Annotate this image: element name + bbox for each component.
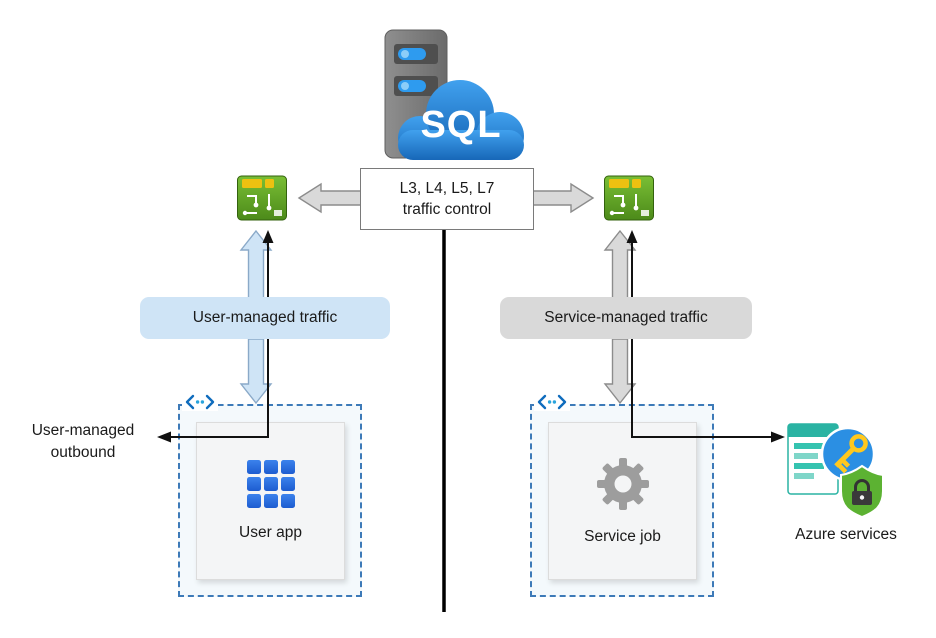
- user-managed-traffic-text: User-managed traffic: [192, 309, 338, 326]
- user-app-container: User app: [178, 404, 362, 597]
- user-managed-outbound-label: User-managed outbound: [8, 420, 158, 464]
- service-job-box: Service job: [548, 422, 697, 580]
- traffic-control-right-arrow: [530, 182, 595, 214]
- service-traffic-up-arrow: [603, 229, 637, 299]
- user-traffic-down-arrow: [239, 338, 273, 405]
- code-brackets-icon: [534, 393, 570, 411]
- key-icon: [834, 434, 868, 474]
- user-app-label: User app: [239, 524, 302, 541]
- outbound-line1: User-managed: [31, 422, 135, 439]
- code-brackets-icon: [182, 393, 218, 411]
- traffic-control-line2: traffic control: [402, 201, 492, 218]
- azure-services-icon: [786, 412, 886, 522]
- traffic-control-left-arrow: [297, 182, 362, 214]
- network-security-chip-icon: [604, 175, 654, 221]
- lock-shackle: [854, 479, 870, 491]
- sql-cloud: [398, 80, 524, 160]
- user-managed-traffic-label: User-managed traffic: [140, 297, 390, 339]
- service-job-label: Service job: [584, 528, 661, 545]
- service-flow-up-arrowhead: [626, 230, 638, 243]
- service-traffic-down-arrow: [603, 338, 637, 405]
- sql-logo-text: SQL: [420, 104, 502, 146]
- user-outbound-arrowhead: [157, 431, 171, 443]
- user-traffic-up-arrow: [239, 229, 273, 299]
- user-app-box: User app: [196, 422, 345, 580]
- azure-services-label: Azure services: [795, 526, 897, 543]
- app-grid-icon: [246, 460, 295, 508]
- traffic-control-box: L3, L4, L5, L7 traffic control: [360, 168, 534, 230]
- traffic-control-line1: L3, L4, L5, L7: [399, 180, 495, 197]
- azure-sql-server-icon: [375, 26, 530, 166]
- service-job-container: Service job: [530, 404, 714, 597]
- gear-icon: [596, 458, 649, 510]
- network-security-chip-icon: [237, 175, 287, 221]
- service-managed-traffic-text: Service-managed traffic: [544, 309, 708, 326]
- service-outbound-arrowhead: [771, 431, 785, 443]
- user-flow-up-arrowhead: [262, 230, 274, 243]
- outbound-line2: outbound: [50, 444, 116, 461]
- service-managed-traffic-label: Service-managed traffic: [500, 297, 752, 339]
